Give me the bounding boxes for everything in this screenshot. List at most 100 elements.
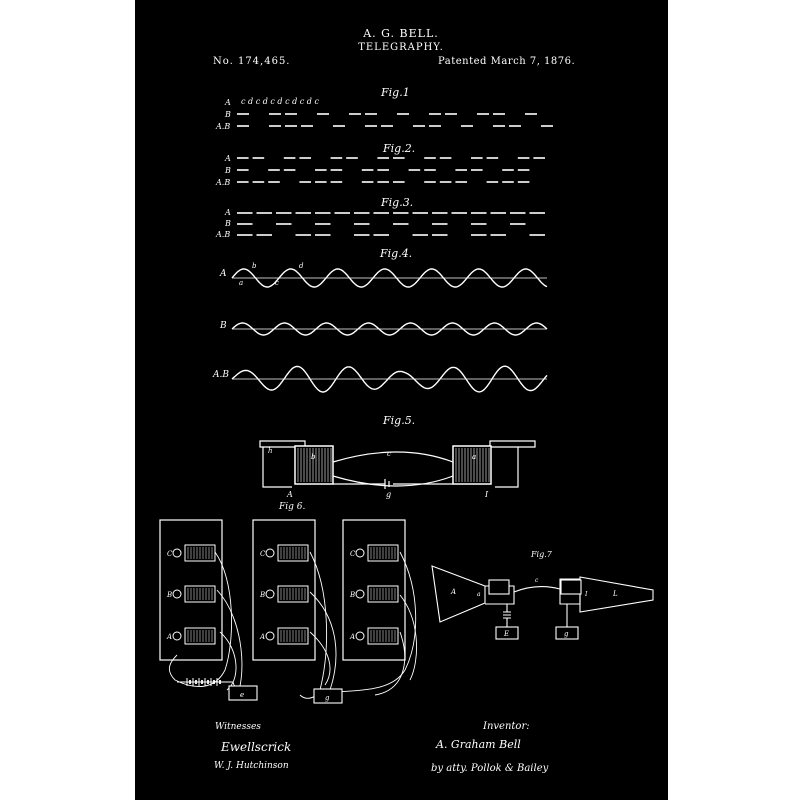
witness-signature-1: Ewellscrick <box>220 740 291 754</box>
fig4-wave-signals <box>231 268 548 393</box>
attorney-signature: by atty. Pollok & Bailey <box>431 763 549 774</box>
fig6-row-letter: B <box>166 591 172 599</box>
fig6-magnet <box>184 627 216 645</box>
fig6-relay-devices: C B A C B A C B A <box>166 544 399 645</box>
fig4-row-ab: A.B <box>212 370 229 380</box>
fig1-row-b: B <box>224 110 231 119</box>
fig6-row-letter: A <box>166 633 172 641</box>
figure-7: Fig.7 A a c I L E g <box>431 550 654 640</box>
fig6-magnet <box>277 627 309 645</box>
figure-4: Fig.4. A B A.B b a c d <box>212 247 548 393</box>
fig6-pivot <box>172 589 182 599</box>
fig3-label: Fig.3. <box>380 196 413 209</box>
fig6-pivot <box>355 548 365 558</box>
fig6-box-e <box>228 685 258 701</box>
fig4-letter-b: b <box>252 262 257 270</box>
fig6-magnet <box>184 585 216 603</box>
fig6-magnet <box>367 544 399 562</box>
header-inventor: A. G. BELL. <box>362 27 439 40</box>
fig5-coil-right <box>452 445 492 485</box>
fig6-pivot <box>172 631 182 641</box>
witnesses-label: Witnesses <box>215 722 261 732</box>
fig1-top-letters: c d c d c d c d c d c <box>241 97 319 106</box>
fig6-pivot <box>355 589 365 599</box>
witness-signature-2: W. J. Hutchinson <box>214 761 289 771</box>
header-subject: TELEGRAPHY. <box>358 42 444 53</box>
fig6-box-g <box>313 688 343 704</box>
inventor-label: Inventor: <box>482 721 530 732</box>
fig5-label: Fig.5. <box>382 414 415 427</box>
fig6-magnet <box>367 585 399 603</box>
fig6-row-letter: A <box>349 633 355 641</box>
fig6-magnet <box>184 544 216 562</box>
fig7-receiver-right <box>560 579 582 595</box>
fig7-box-g <box>555 626 579 640</box>
fig5-label-g: g <box>386 490 391 499</box>
fig6-row-letter: A <box>259 633 265 641</box>
fig4-label: Fig.4. <box>379 247 412 260</box>
fig3-dash-signals <box>237 212 545 236</box>
fig1-dash-signals <box>237 113 553 127</box>
fig6-pivot <box>172 548 182 558</box>
patent-poster: A. G. BELL. TELEGRAPHY. No. 174,465. Pat… <box>135 0 668 800</box>
fig3-row-a: A <box>224 208 231 217</box>
fig7-label-I: I <box>584 591 588 598</box>
fig6-label-e: e <box>240 691 244 699</box>
header-patent-date: Patented March 7, 1876. <box>438 56 575 67</box>
fig5-label-h: h <box>268 447 273 455</box>
fig2-row-ab: A.B <box>215 178 230 187</box>
fig6-row-letter: C <box>350 550 356 558</box>
fig4-row-b: B <box>219 321 227 331</box>
fig6-station-2 <box>252 519 316 661</box>
fig6-label: Fig 6. <box>278 502 305 512</box>
fig6-row-letter: C <box>260 550 266 558</box>
figure-6: Fig 6. C B A C B A C B A e g <box>159 502 418 704</box>
fig6-pivot <box>355 631 365 641</box>
fig5-coil-windings <box>297 448 490 482</box>
fig6-pivot <box>265 589 275 599</box>
fig6-label-g: g <box>325 694 330 702</box>
fig2-dash-signals <box>237 157 545 183</box>
fig4-letter-d: d <box>299 262 304 270</box>
fig6-row-letter: B <box>349 591 355 599</box>
fig7-label-L: L <box>612 590 618 598</box>
fig2-label: Fig.2. <box>382 142 415 155</box>
fig4-wave-a <box>231 268 548 288</box>
fig2-row-a: A <box>224 154 231 163</box>
fig1-row-a: A <box>224 98 231 107</box>
fig5-label-c: c <box>387 450 391 458</box>
fig5-label-a: a <box>472 453 476 461</box>
figure-1: Fig.1 c d c d c d c d c d c A B A.B <box>215 86 553 131</box>
fig4-row-a: A <box>219 269 227 279</box>
fig3-row-ab: A.B <box>215 230 230 239</box>
fig7-label: Fig.7 <box>530 550 553 559</box>
fig7-box-E <box>495 626 519 640</box>
signature-block: Witnesses Inventor: Ewellscrick W. J. Hu… <box>214 721 549 774</box>
fig7-label-E: E <box>503 630 509 638</box>
fig5-label-I: I <box>484 490 489 499</box>
fig6-magnet <box>277 544 309 562</box>
figure-5: Fig.5. h b c a A g I <box>259 414 536 499</box>
fig7-label-c: c <box>535 577 539 584</box>
patent-drawing: A. G. BELL. TELEGRAPHY. No. 174,465. Pat… <box>159 27 654 774</box>
fig6-battery <box>186 678 221 686</box>
fig5-label-b: b <box>311 453 316 461</box>
fig4-letter-c: c <box>275 279 279 287</box>
fig7-horn-left <box>431 565 486 623</box>
fig6-pivot <box>265 548 275 558</box>
fig6-pivot <box>265 631 275 641</box>
inventor-signature: A. Graham Bell <box>435 738 521 751</box>
fig6-station-1 <box>159 519 223 661</box>
fig5-label-A: A <box>286 490 293 499</box>
fig6-row-letter: B <box>259 591 265 599</box>
fig6-station-3 <box>342 519 406 661</box>
fig6-row-letter: C <box>167 550 173 558</box>
fig6-magnet <box>367 627 399 645</box>
fig3-row-b: B <box>224 219 231 228</box>
fig5-coil-left <box>294 445 334 485</box>
fig2-row-b: B <box>224 166 231 175</box>
figure-3: Fig.3. A B A.B <box>215 196 545 239</box>
fig7-receiver-left <box>488 579 510 595</box>
fig4-letter-a: a <box>239 279 243 287</box>
fig4-wave-b <box>231 322 548 336</box>
